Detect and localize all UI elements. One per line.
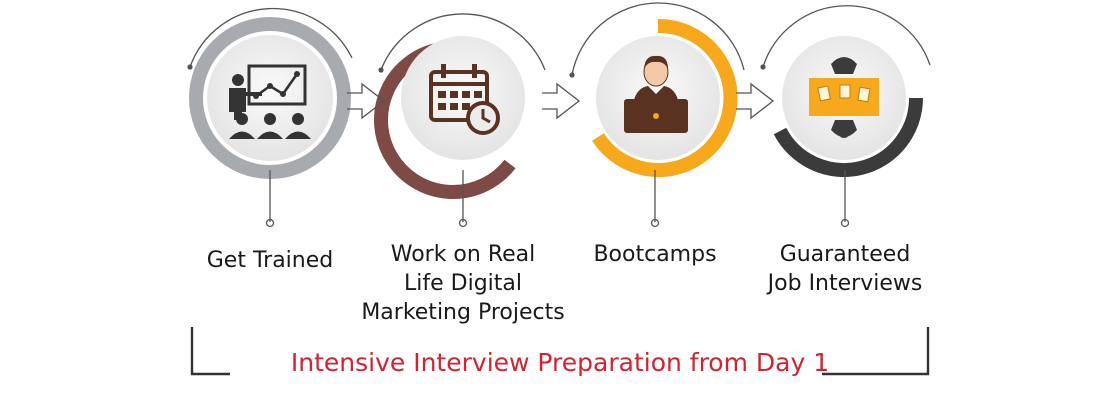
step-2-ring — [374, 42, 516, 199]
step-3-node — [569, 2, 745, 228]
laptop-user-icon — [624, 55, 688, 133]
step-3-label: Bootcamps — [593, 242, 717, 267]
calendar-clock-icon — [429, 64, 500, 135]
step-1-node — [187, 7, 353, 228]
meeting-table-icon — [809, 57, 879, 138]
step-4-label: Guaranteed Job Interviews — [767, 242, 923, 296]
step-4-ring — [773, 97, 923, 177]
arrow-3-4 — [736, 82, 775, 120]
step-4-node — [760, 5, 931, 228]
step-2-node — [374, 13, 546, 228]
arrow-2-3 — [542, 82, 581, 120]
footer-bracket — [190, 327, 930, 376]
footer-text: Intensive Interview Preparation from Day… — [290, 348, 830, 377]
step-2-label: Work on Real Life Digital Marketing Proj… — [361, 242, 565, 325]
step-3-ring — [592, 18, 738, 177]
arrow-1-2 — [347, 82, 386, 120]
presentation-icon — [229, 64, 311, 139]
step-1-label: Get Trained — [206, 248, 334, 273]
